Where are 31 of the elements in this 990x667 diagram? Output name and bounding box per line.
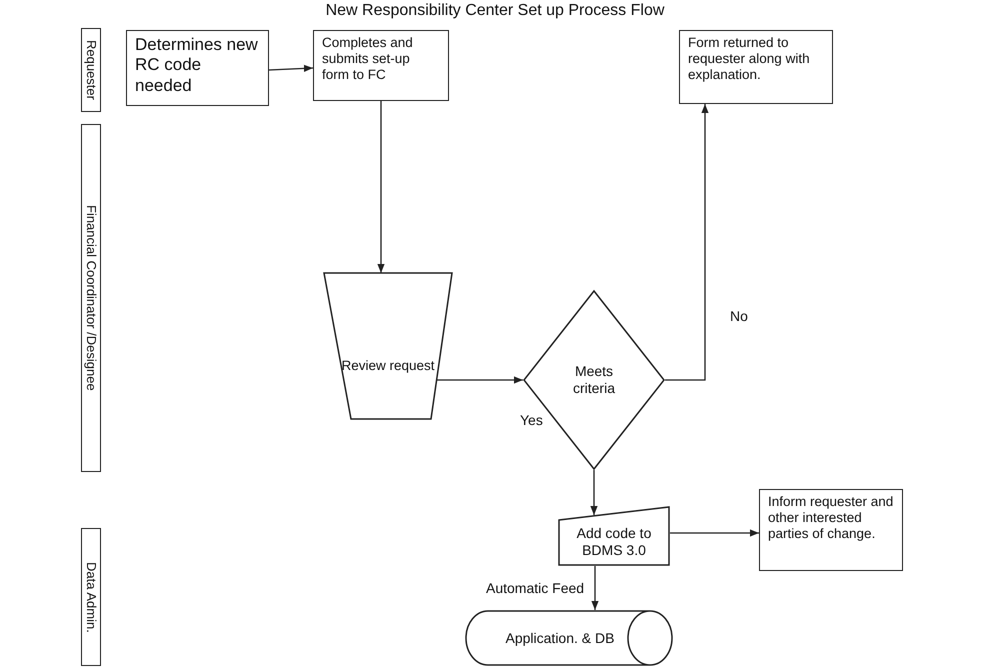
arrow: [590, 470, 598, 516]
arrow: [436, 376, 523, 384]
arrow: [268, 64, 314, 72]
node-text: Completes and submits set-up form to FC: [322, 35, 414, 84]
node-text: Form returned to requester along with explanation.: [688, 35, 811, 84]
node-text: Meets criteria: [572, 363, 616, 397]
process-box: [313, 30, 449, 101]
arrow: [377, 101, 385, 273]
node-text: Inform requester and other interested parties of change.: [768, 494, 894, 543]
lane-label: Data Admin.: [83, 562, 99, 632]
process-box: [759, 489, 903, 571]
arrow: [665, 104, 709, 381]
edge-label: Automatic Feed: [484, 580, 586, 596]
node-text: Review request: [341, 358, 435, 374]
swimlane-label: [81, 28, 101, 112]
edge-label: Yes: [518, 412, 545, 428]
node-text: Application. & DB: [504, 630, 616, 646]
lane-label: Requester: [83, 40, 99, 100]
swimlane-label: [81, 528, 101, 666]
arrow: [591, 566, 599, 610]
manual-operation-shape: [323, 272, 453, 420]
lane-label: Financial Coordinator /Designee: [83, 205, 99, 391]
process-box: [679, 30, 833, 104]
node-text: Add code to BDMS 3.0: [576, 525, 652, 559]
diagram-title: New Responsibility Center Set up Process Flow: [324, 2, 666, 20]
edge-label: No: [728, 308, 750, 324]
process-box: [126, 30, 269, 106]
arrow: [670, 529, 759, 537]
manual-input-shape: [558, 506, 670, 566]
node-text: Determines new RC code needed: [135, 35, 259, 96]
swimlane-label: [81, 124, 101, 472]
